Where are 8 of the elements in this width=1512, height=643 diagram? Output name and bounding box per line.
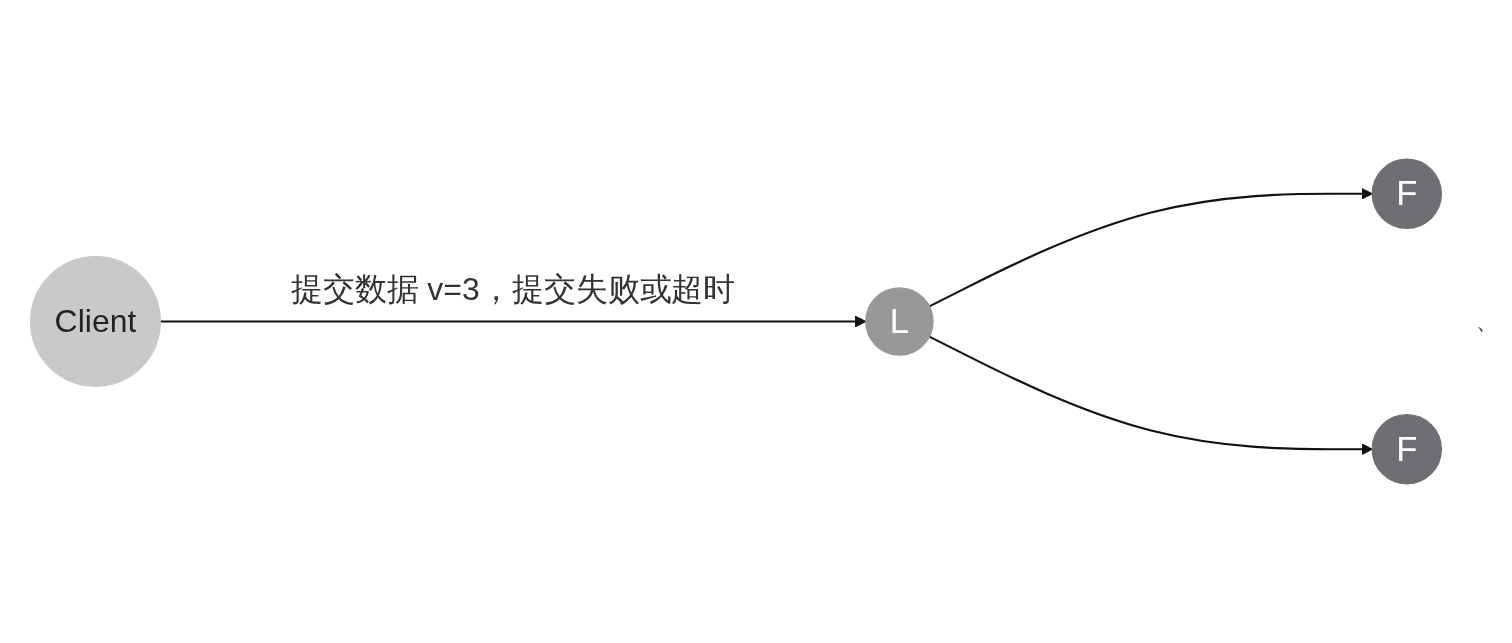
node-circle: L	[865, 287, 934, 356]
arrow	[928, 187, 1373, 308]
stray-mark: 、	[1476, 307, 1498, 336]
node-circle: Client	[30, 256, 161, 387]
edge-label: 提交数据 v=3，提交失败或超时	[290, 270, 736, 307]
node-circle: F	[1371, 158, 1442, 229]
node-circle: F	[1371, 414, 1442, 485]
arrow	[928, 335, 1373, 456]
